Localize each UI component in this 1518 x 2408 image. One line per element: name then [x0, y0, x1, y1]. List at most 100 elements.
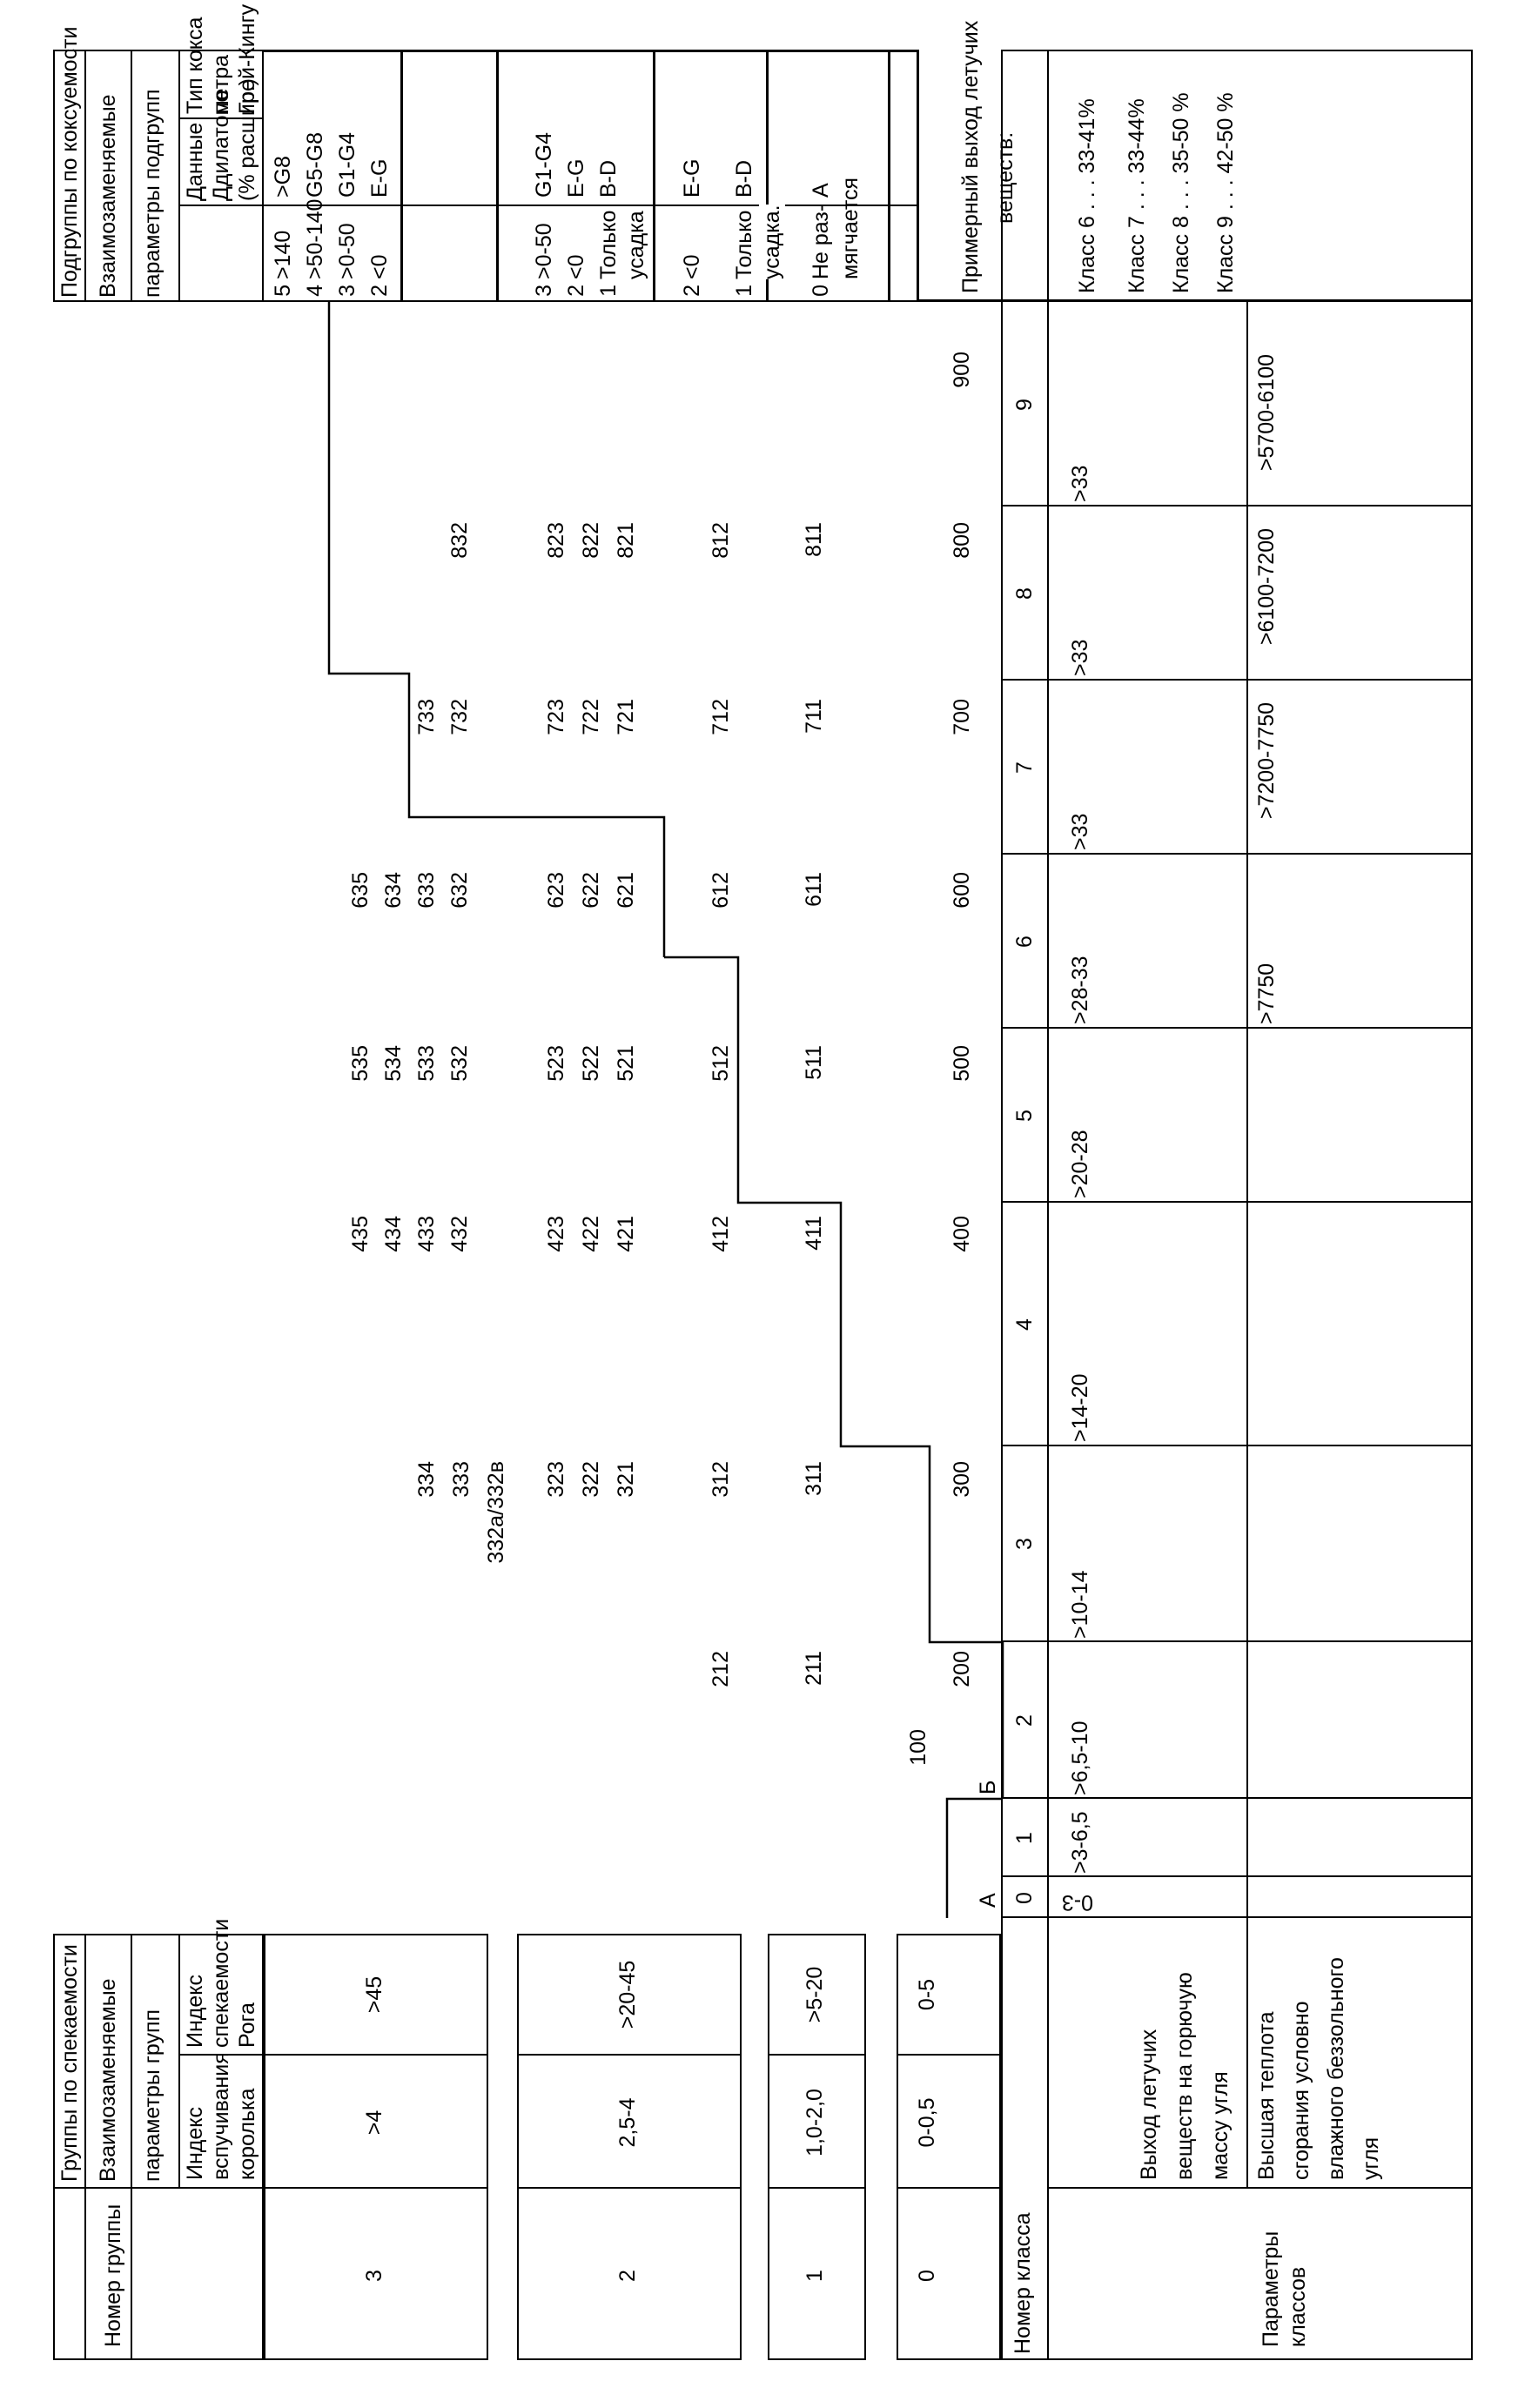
code-cell: 611 — [802, 872, 826, 907]
divider — [1049, 2187, 1473, 2189]
code-cell: 421 — [614, 1216, 638, 1252]
code-cell: 722 — [579, 699, 603, 735]
divider — [264, 50, 917, 52]
approx-volatile-sub: веществ: — [993, 131, 1018, 224]
subgroup-number: 2 — [367, 285, 392, 297]
divider — [1001, 1027, 1473, 1029]
code-cell: 612 — [709, 872, 733, 909]
heat-label-1: Высшая теплота — [1254, 2011, 1279, 2181]
dilatometer-value: мягчается — [838, 177, 863, 279]
divider — [1001, 1445, 1473, 1446]
divider — [1001, 679, 1473, 681]
dilatometer-value: усадка — [624, 211, 648, 279]
divider — [496, 50, 499, 302]
divider — [1001, 1201, 1473, 1203]
volatile-label-2: веществ на горючую — [1172, 1972, 1197, 2180]
volatile-value: 0-3 — [1061, 1890, 1093, 1915]
volatile-value: >3-6,5 — [1068, 1811, 1092, 1874]
code-cell: 321 — [614, 1461, 638, 1498]
code-cell: 434 — [381, 1216, 406, 1252]
divider — [1001, 853, 1473, 855]
code-cell: 634 — [381, 872, 406, 909]
label-a: А — [976, 1893, 1000, 1908]
code-cell: 632 — [447, 872, 472, 909]
code-cell: 212 — [709, 1651, 733, 1687]
code-cell: 432 — [447, 1216, 472, 1252]
code-cell: 635 — [348, 872, 373, 909]
dilatometer-value: >140 — [271, 230, 295, 279]
gray-king-value: A — [809, 183, 833, 198]
divider — [917, 50, 919, 302]
class-number: 1 — [1012, 1832, 1037, 1844]
divider — [264, 300, 917, 302]
class-number-label: Номер класса — [1011, 2212, 1035, 2354]
subgroup-number: 1 — [732, 285, 756, 297]
gray-king-value: G1-G4 — [335, 131, 359, 198]
volatile-value: >14-20 — [1068, 1373, 1092, 1442]
code-cell: 633 — [414, 872, 439, 909]
gray-king-header-1: Тип кокса — [183, 17, 207, 114]
code-cell: 800 — [950, 522, 974, 559]
gray-king-value: E-G — [367, 158, 392, 198]
code-cell: 811 — [802, 522, 826, 557]
gray-king-header-3: Грей-Кингу — [235, 3, 259, 114]
subgroup-number: 3 — [335, 285, 359, 297]
divider — [1001, 1640, 1473, 1642]
heat-value: >7750 — [1254, 963, 1279, 1024]
code-cell: 721 — [614, 699, 638, 735]
code-cell: 822 — [579, 522, 603, 559]
approx-volatile-item: Класс 6 . . . 33-41% — [1075, 98, 1099, 293]
code-cell: 812 — [709, 522, 733, 559]
code-cell: 621 — [614, 872, 638, 909]
code-cell: 333 — [449, 1461, 474, 1498]
code-cell: 422 — [579, 1216, 603, 1252]
divider — [1001, 1797, 1473, 1799]
code-cell: 832 — [447, 522, 472, 559]
subgroup-number: 0 — [809, 285, 833, 297]
class-number: 3 — [1012, 1538, 1037, 1550]
divider — [131, 50, 132, 302]
class-number: 4 — [1012, 1318, 1037, 1331]
code-cell: 534 — [381, 1045, 406, 1082]
code-cell: 723 — [544, 699, 568, 735]
divider — [1047, 50, 1049, 2360]
volatile-value: >33 — [1068, 465, 1092, 502]
dilatometer-value: >50-140 — [303, 198, 327, 279]
gray-king-header-2: по — [209, 90, 233, 114]
code-cell: 332a/332в — [484, 1461, 508, 1564]
code-cell: 623 — [544, 872, 568, 909]
heat-value: >5700-6100 — [1254, 354, 1279, 472]
approx-volatile-item: Класс 7 . . . 33-44% — [1125, 98, 1149, 293]
divider — [917, 299, 1473, 302]
code-cell: 532 — [447, 1045, 472, 1082]
heat-label-2: сгорания условно — [1289, 2001, 1313, 2180]
label-b: Б — [976, 1780, 1000, 1794]
code-cell: 711 — [802, 699, 826, 734]
class-number: 6 — [1012, 936, 1037, 948]
class-number: 8 — [1012, 587, 1037, 600]
code-cell: 900 — [950, 352, 974, 388]
heat-value: >7200-7750 — [1254, 702, 1279, 820]
code-cell: 322 — [579, 1461, 603, 1498]
code-cell: 821 — [614, 522, 638, 559]
volatile-value: >33 — [1068, 639, 1092, 676]
code-cell: 433 — [414, 1216, 439, 1252]
subgroup-params-title-2: параметры подгрупп — [140, 89, 165, 298]
code-cell: 211 — [802, 1651, 826, 1686]
code-cell: 622 — [579, 872, 603, 909]
divider — [1001, 505, 1473, 506]
subgroup-number: 5 — [271, 285, 295, 297]
code-cell: 732 — [447, 699, 472, 735]
code-cell: 522 — [579, 1045, 603, 1082]
code-cell: 712 — [709, 699, 733, 735]
divider — [1246, 302, 1248, 2189]
subgroup-number: 2 — [680, 285, 704, 297]
coking-subgroups-title: Подгруппы по коксуемости — [57, 26, 82, 298]
dilatometer-header-1: Данные — [183, 122, 207, 201]
code-cell: 733 — [414, 699, 439, 735]
approx-volatile-title: Примерный выход летучих — [958, 20, 983, 293]
class-number: 0 — [1012, 1892, 1037, 1904]
divider — [888, 50, 890, 302]
code-cell: 312 — [709, 1461, 733, 1498]
